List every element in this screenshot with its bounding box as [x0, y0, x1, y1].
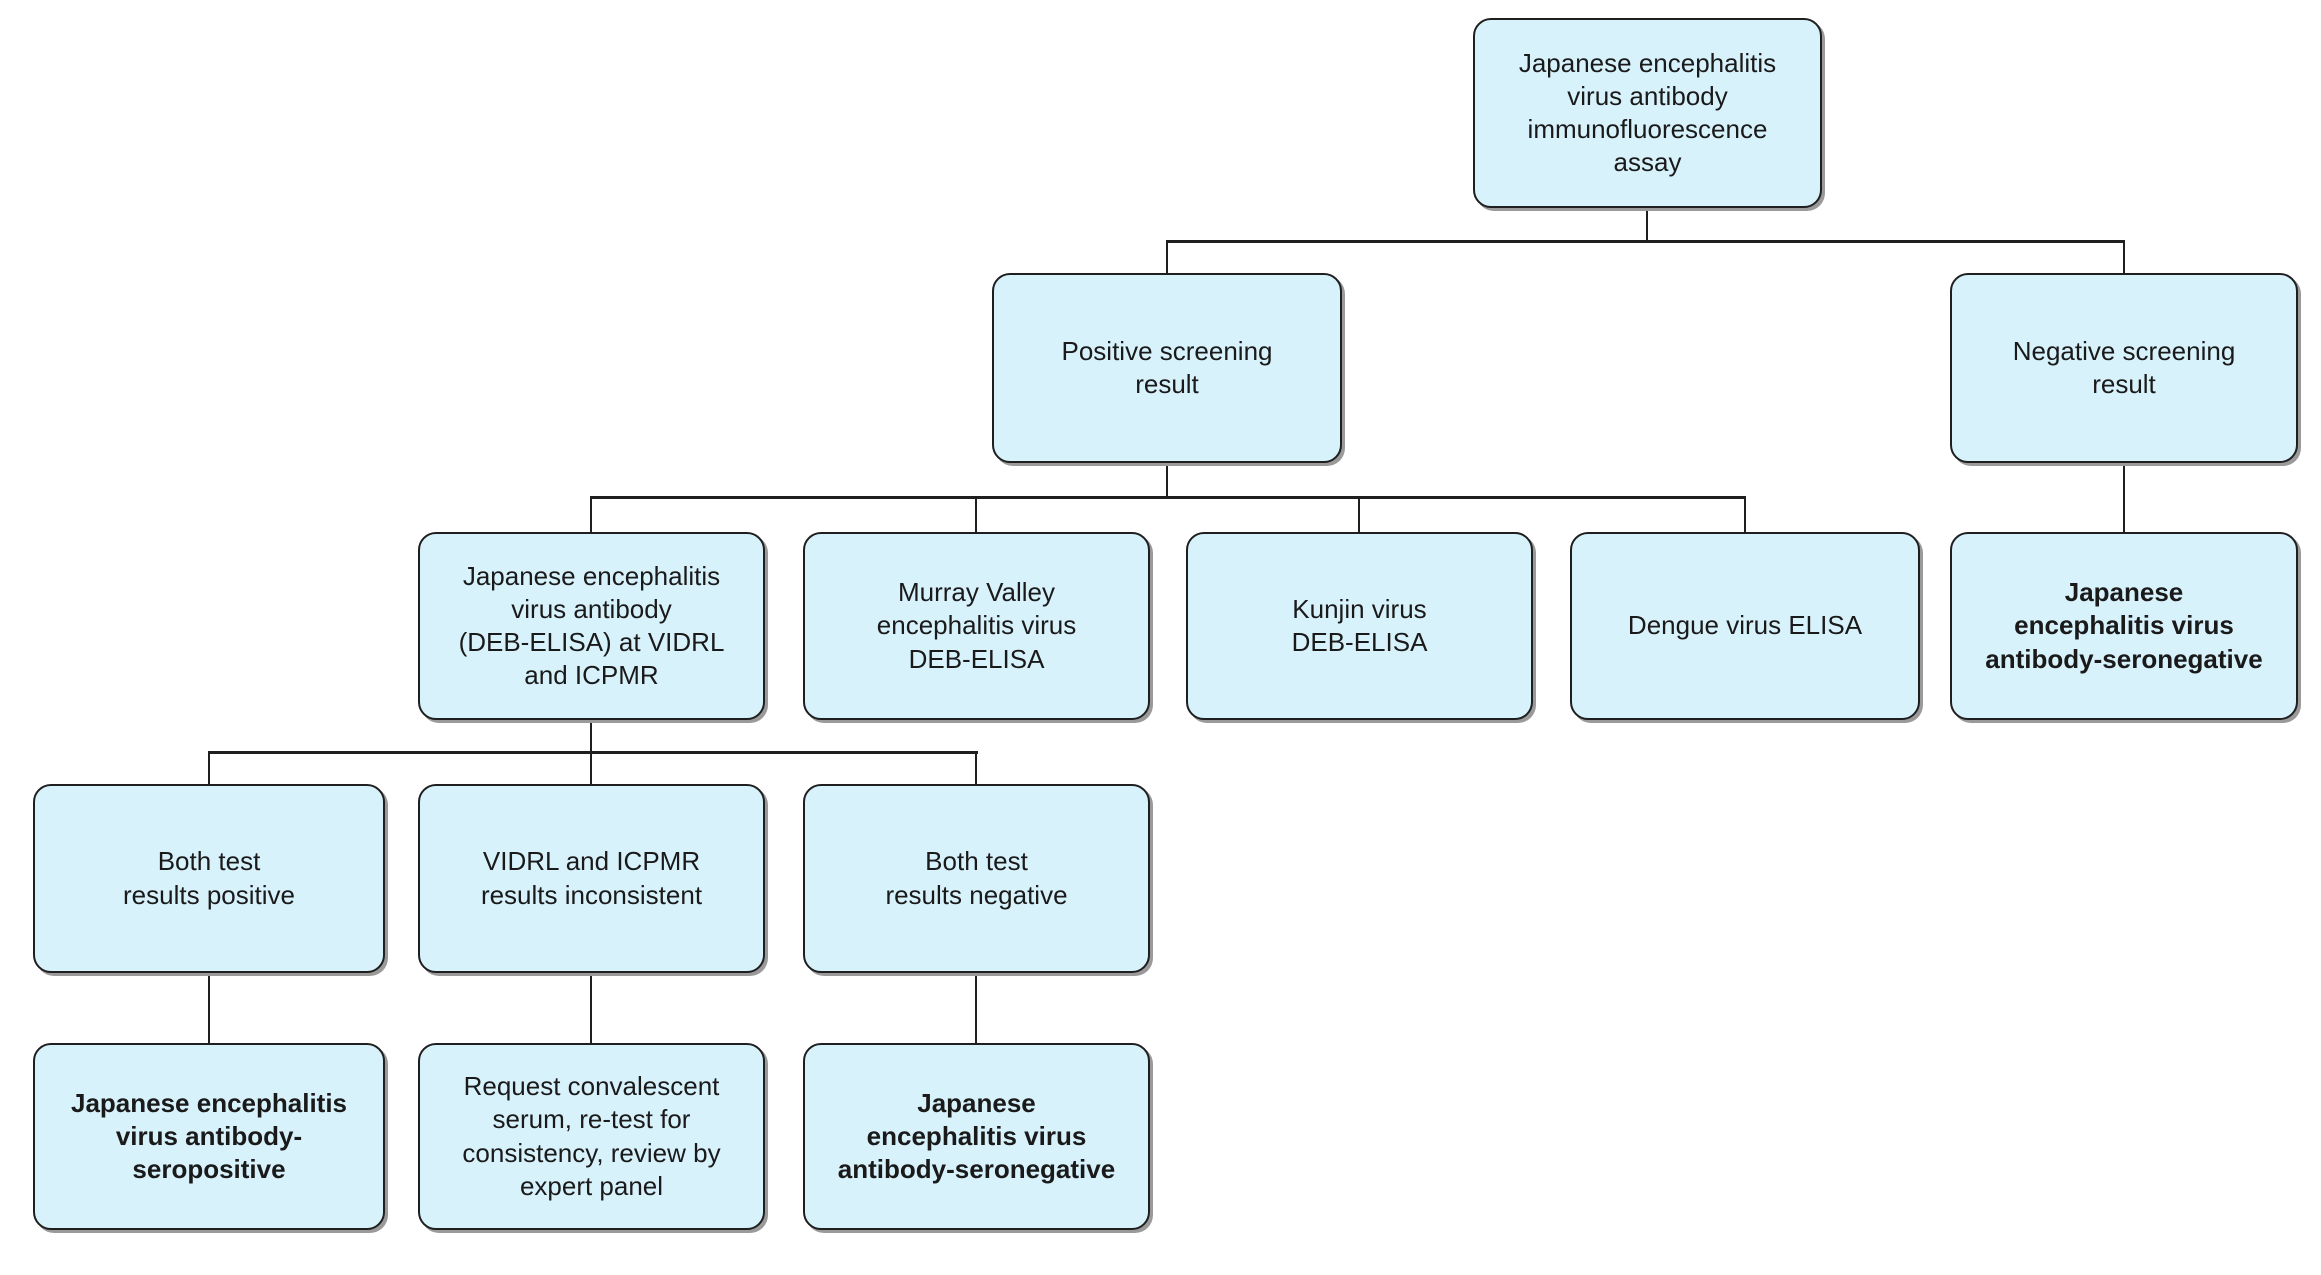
connector-to-dengue — [1744, 496, 1746, 532]
connector-to-both-negative — [975, 751, 977, 784]
node-request-convalescent-serum: Request convalescent serum, re-test for … — [418, 1043, 765, 1230]
node-murray-valley-deb-elisa: Murray Valley encephalitis virus DEB-ELI… — [803, 532, 1150, 720]
node-antibody-seropositive: Japanese encephalitis virus antibody- se… — [33, 1043, 385, 1230]
node-immunofluorescence-assay: Japanese encephalitis virus antibody imm… — [1473, 18, 1822, 208]
connector-to-positive — [1166, 240, 1168, 273]
connector-root-drop — [1646, 208, 1648, 243]
node-je-deb-elisa-vidrl-icpmr: Japanese encephalitis virus antibody (DE… — [418, 532, 765, 720]
connector-level3-bar — [208, 751, 978, 754]
connector-level2-bar — [590, 496, 1746, 499]
connector-to-kunjin — [1358, 496, 1360, 532]
connector-level1-bar — [1166, 240, 2125, 243]
node-results-inconsistent: VIDRL and ICPMR results inconsistent — [418, 784, 765, 973]
connector-bothneg-to-seronegative — [975, 973, 977, 1043]
connector-to-both-positive — [208, 751, 210, 784]
connector-to-negative — [2123, 240, 2125, 273]
node-kunjin-virus-deb-elisa: Kunjin virus DEB-ELISA — [1186, 532, 1533, 720]
node-both-test-results-positive: Both test results positive — [33, 784, 385, 973]
connector-positive-drop — [1166, 463, 1168, 498]
connector-to-murray — [975, 496, 977, 532]
node-antibody-seronegative-bottom: Japanese encephalitis virus antibody-ser… — [803, 1043, 1150, 1230]
node-negative-screening-result: Negative screening result — [1950, 273, 2298, 463]
node-dengue-virus-elisa: Dengue virus ELISA — [1570, 532, 1920, 720]
connector-to-jedeb — [590, 496, 592, 532]
node-antibody-seronegative-right: Japanese encephalitis virus antibody-ser… — [1950, 532, 2298, 720]
connector-inconsistent-to-request — [590, 973, 592, 1043]
connector-negative-to-seronegative — [2123, 463, 2125, 532]
connector-bothpos-to-seropositive — [208, 973, 210, 1043]
node-both-test-results-negative: Both test results negative — [803, 784, 1150, 973]
node-positive-screening-result: Positive screening result — [992, 273, 1342, 463]
